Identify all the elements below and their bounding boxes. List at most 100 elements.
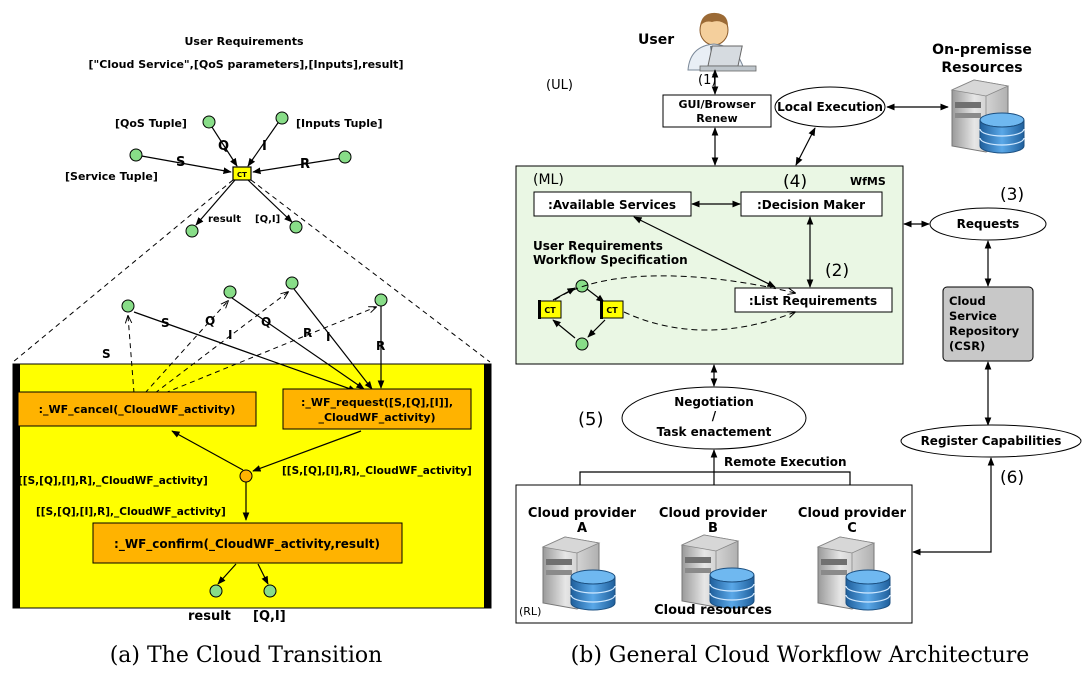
csr-box	[942, 286, 1034, 362]
arc-r-to-ct	[252, 157, 343, 175]
place-result-out	[209, 584, 223, 598]
place-result	[185, 224, 199, 238]
provider-a-letter: A	[577, 521, 587, 536]
cloud-transition-panel: User Requirements ["Cloud Service",[QoS …	[12, 35, 492, 668]
step-1-label: (1)	[698, 73, 716, 88]
place-qi-out	[263, 584, 277, 598]
workflow-specification-net: CT CT	[538, 275, 795, 351]
lower-letter-s2: S	[161, 316, 170, 330]
place-service	[129, 148, 143, 162]
dashed-spec-arc-bottom	[623, 312, 795, 331]
register-capabilities-label: Register Capabilities	[921, 434, 1062, 448]
arc-request-to-token	[252, 430, 362, 472]
arc-token-to-cancel	[171, 430, 244, 471]
arc-letter-s: S	[176, 155, 185, 170]
place-qi	[289, 220, 303, 234]
requests-ellipse	[929, 207, 1047, 241]
csr-line-3: Repository	[949, 324, 1020, 338]
onprem-server-icon	[951, 79, 1025, 154]
qi-out-label: [Q,I]	[253, 609, 286, 624]
rl-label: (RL)	[519, 605, 541, 618]
user-icon	[687, 12, 757, 72]
negotiation-line-2: /	[712, 409, 717, 423]
cancel-arc-r	[164, 307, 376, 394]
mini-arc-4	[552, 319, 576, 339]
lower-letter-r2: R	[376, 339, 385, 353]
qos-tuple-label: [QoS Tuple]	[115, 117, 187, 130]
token-label-right: [[S,[Q],[I],R],_CloudWF_activity]	[282, 465, 472, 477]
mini-arc-3	[587, 319, 606, 338]
cancel-arc-i	[154, 292, 288, 394]
requests-label: Requests	[957, 217, 1020, 231]
wf-request-label-line2: _CloudWF_activity)	[318, 411, 435, 424]
step-2-label: (2)	[825, 261, 849, 281]
request-arc-q	[231, 297, 365, 390]
local-execution-ellipse	[774, 86, 886, 128]
result-arc-label: result	[208, 214, 241, 225]
step-5-label: (5)	[578, 409, 604, 430]
spec-label-line1: User Requirements	[533, 239, 663, 253]
step-3-label: (3)	[1000, 185, 1024, 205]
panel-right-bar	[484, 364, 491, 608]
cancel-arc-q	[144, 301, 228, 394]
csr-line-2: Service	[949, 309, 997, 323]
arc-letter-r: R	[300, 157, 310, 172]
step-4-label: (4)	[783, 172, 807, 192]
dashed-spec-arc-top	[554, 275, 795, 301]
remote-execution-label: Remote Execution	[724, 455, 847, 469]
wf-confirm-label: :_WF_confirm(_CloudWF_activity,result)	[114, 537, 380, 552]
mini-ct-left-label: CT	[544, 306, 556, 315]
top-net: CT [QoS Tuple] [Inputs Tuple] [Service T…	[65, 111, 383, 238]
wf-request-box	[282, 388, 472, 430]
wf-confirm-box	[92, 522, 403, 564]
wf-cancel-box	[17, 391, 257, 427]
decision-maker-label: :Decision Maker	[757, 198, 865, 212]
user-requirements-title: User Requirements	[184, 35, 303, 48]
ct-label: CT	[237, 171, 247, 179]
onprem-label-line2: Resources	[941, 60, 1022, 76]
lower-letter-q2: Q	[261, 315, 271, 329]
local-execution-label: Local Execution	[777, 100, 883, 114]
mini-ct-right-bar	[600, 300, 603, 319]
mini-ct-right-label: CT	[606, 306, 618, 315]
mini-place-top	[575, 279, 589, 293]
arc-inputs-to-ct	[247, 119, 281, 167]
lower-letter-r1: R	[303, 326, 312, 340]
lower-letter-i1: I	[228, 328, 232, 342]
gui-label-line2: Renew	[696, 112, 737, 125]
wf-cancel-label: :_WF_cancel(_CloudWF_activity)	[39, 403, 236, 416]
csr-line-1: Cloud	[949, 294, 986, 308]
spec-label-line2: Workflow Specification	[533, 253, 688, 267]
arc-confirm-to-result	[217, 563, 237, 585]
list-requirements-label: :List Requirements	[749, 294, 877, 308]
mini-arc-2	[586, 288, 605, 303]
lower-letter-q1: Q	[205, 314, 215, 328]
csr-line-4: (CSR)	[949, 339, 985, 353]
provider-c-letter: C	[847, 521, 857, 536]
arrow-local-wfms	[795, 127, 816, 166]
place-r-lower	[374, 293, 388, 307]
arc-ct-to-result	[195, 179, 236, 226]
place-inputs	[275, 111, 289, 125]
arc-service-to-ct	[135, 154, 232, 174]
place-activity-token	[239, 469, 253, 483]
negotiation-line-1: Negotiation	[674, 395, 754, 409]
zoom-line-right	[250, 179, 491, 363]
negotiation-ellipse	[621, 386, 807, 450]
gui-label-line1: GUI/Browser	[678, 98, 756, 111]
request-arc-i	[293, 288, 373, 390]
architecture-panel: User (1) (UL) GUI/Browser Renew Local Ex…	[515, 12, 1082, 668]
lower-letter-i2: I	[326, 330, 330, 344]
list-requirements-box	[734, 287, 893, 313]
panel-left-bar	[13, 364, 20, 608]
cloud-resources-label: Cloud resources	[654, 603, 772, 618]
place-r	[338, 150, 352, 164]
available-services-box	[533, 191, 692, 217]
provider-c-name: Cloud provider	[798, 506, 907, 521]
ml-label: (ML)	[533, 172, 564, 188]
user-requirements-subtitle: ["Cloud Service",[QoS parameters],[Input…	[89, 58, 404, 71]
wfms-label: WfMS	[850, 175, 886, 188]
caption-a: (a) The Cloud Transition	[110, 643, 383, 668]
arrow-register-providers	[912, 457, 995, 556]
